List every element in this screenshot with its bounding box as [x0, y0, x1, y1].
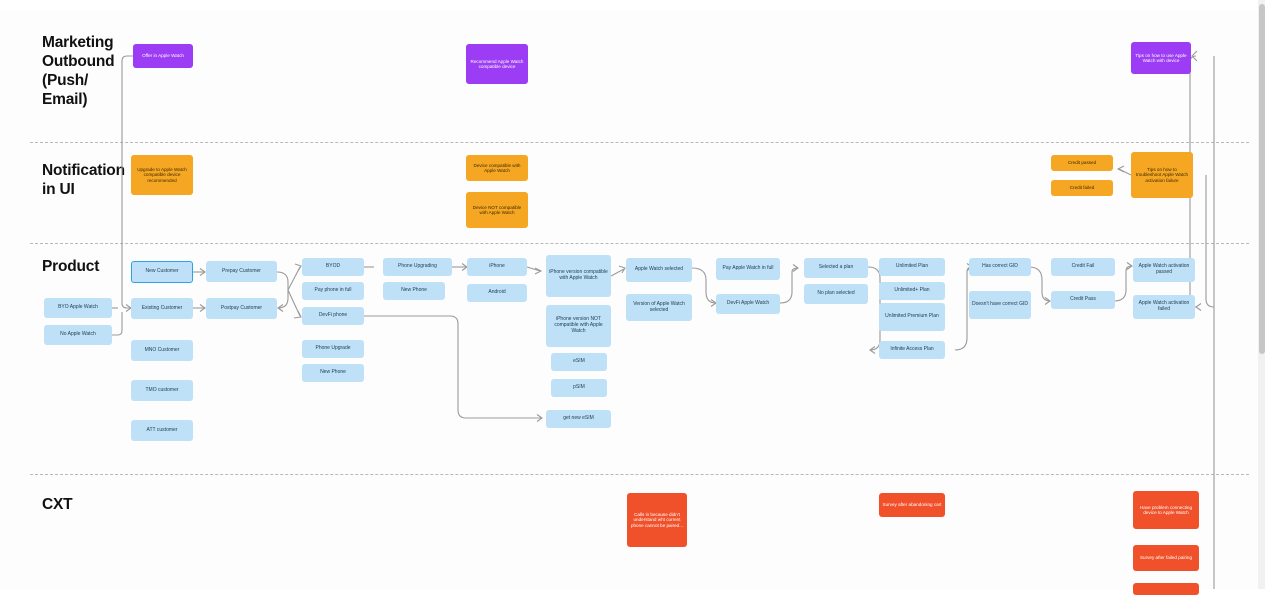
lane-title-marketing: Marketing Outbound (Push/ Email): [42, 34, 115, 108]
node-byo-apple-watch[interactable]: BYO Apple Watch: [44, 298, 112, 318]
node-device-not-compatible[interactable]: Device NOT compatible with Apple Watch: [466, 192, 528, 228]
node-new-phone-2[interactable]: New Phone: [383, 282, 445, 300]
lane-separator-notification-product: [30, 243, 1249, 244]
node-apple-watch-selected[interactable]: Apple Watch selected: [626, 258, 692, 282]
node-survey-after-failed-pairing[interactable]: Survey after failed pairing: [1133, 545, 1199, 571]
node-phone-upgrading[interactable]: Phone Upgrading: [383, 258, 452, 276]
node-iphone[interactable]: iPhone: [467, 258, 527, 276]
node-iphone-version-not-compatible[interactable]: iPhone version NOT compatible with Apple…: [546, 305, 611, 347]
node-apple-watch-activation-passed[interactable]: Apple Watch activation passed: [1133, 258, 1195, 282]
node-pay-apple-watch-in-full[interactable]: Pay Apple Watch in full: [716, 258, 780, 280]
node-psim[interactable]: pSIM: [551, 379, 607, 397]
node-existing-customer[interactable]: Existing Customer: [131, 298, 193, 319]
node-iphone-version-compatible[interactable]: iPhone version compatible with Apple Wat…: [546, 255, 611, 297]
lane-title-product: Product: [42, 258, 100, 275]
node-tmo-customer[interactable]: TMO customer: [131, 380, 193, 401]
node-infinite-access-plan[interactable]: Infinite Access Plan: [879, 341, 945, 359]
node-devfi-apple-watch[interactable]: DevFi Apple Watch: [716, 294, 780, 314]
node-credit-pass[interactable]: Credit Pass: [1051, 291, 1115, 309]
node-tips-troubleshoot-activation[interactable]: Tips on how to troubleshoot Apple Watch …: [1131, 152, 1193, 198]
node-no-plan-selected[interactable]: No plan selected: [804, 284, 868, 304]
node-no-apple-watch[interactable]: No Apple Watch: [44, 325, 112, 345]
vertical-scrollbar-track[interactable]: [1258, 0, 1265, 589]
node-recommend-compatible-device[interactable]: Recommend Apple Watch compatible device: [466, 44, 528, 84]
vertical-scrollbar-thumb[interactable]: [1258, 4, 1265, 354]
node-pay-phone-in-full[interactable]: Pay phone in full: [302, 282, 364, 300]
node-prepay-customer[interactable]: Prepay Customer: [206, 261, 277, 282]
node-survey-after-abandoning-cart[interactable]: Survey after abandoning cart: [879, 493, 945, 517]
lane-separator-product-cxt: [30, 474, 1249, 475]
node-devfi-phone[interactable]: DevFi phone: [302, 307, 364, 325]
lane-title-notification: Notification in UI: [42, 162, 125, 198]
node-unlimited-plan[interactable]: Unlimited Plan: [879, 258, 945, 276]
node-has-correct-gid[interactable]: Has correct GID: [969, 258, 1031, 276]
node-unlimited-plus-plan[interactable]: Unlimited+ Plan: [879, 282, 945, 300]
node-doesnt-have-correct-gid[interactable]: Doesn't have correct GID: [969, 291, 1031, 319]
node-att-customer[interactable]: ATT customer: [131, 420, 193, 441]
node-android[interactable]: Android: [467, 284, 527, 302]
node-device-compatible[interactable]: Device compatible with Apple Watch: [466, 155, 528, 181]
node-selected-a-plan[interactable]: Selected a plan: [804, 258, 868, 278]
node-apple-watch-activation-failed[interactable]: Apple Watch activation failed: [1133, 295, 1195, 319]
node-version-of-apple-watch-selected[interactable]: Version of Apple Watch selected: [626, 294, 692, 321]
node-byod[interactable]: BYOD: [302, 258, 364, 276]
node-offer-in-apple-watch[interactable]: Offer in Apple Watch: [133, 44, 193, 68]
node-new-phone-1[interactable]: New Phone: [302, 364, 364, 382]
node-tips-use-apple-watch[interactable]: Tips on how to use Apple Watch with devi…: [1131, 42, 1191, 74]
node-postpay-customer[interactable]: Postpay Customer: [206, 298, 277, 319]
lane-separator-marketing-notification: [30, 142, 1249, 143]
node-have-problem-connecting-device[interactable]: Have problem connecting device to Apple …: [1133, 491, 1199, 529]
node-new-customer[interactable]: New Customer: [131, 261, 193, 283]
node-mno-customer[interactable]: MNO Customer: [131, 340, 193, 361]
node-credit-failed[interactable]: Credit failed: [1051, 180, 1113, 196]
node-phone-upgrade[interactable]: Phone Upgrade: [302, 340, 364, 358]
node-esim[interactable]: eSIM: [551, 353, 607, 371]
lane-title-cxt: CXT: [42, 496, 73, 513]
node-get-new-esim[interactable]: get new eSIM: [546, 410, 611, 428]
node-cxt-partial-bottom[interactable]: [1133, 583, 1199, 595]
node-credit-passed[interactable]: Credit passed: [1051, 155, 1113, 171]
node-upgrade-compatible-recommended[interactable]: Upgrade to Apple Watch compatible device…: [131, 155, 193, 195]
node-credit-fail[interactable]: Credit Fail: [1051, 258, 1115, 276]
node-unlimited-premium-plan[interactable]: Unlimited Premium Plan: [879, 303, 945, 331]
node-calls-in-not-understand-pairing[interactable]: Calls in because didn't understand wht c…: [627, 493, 687, 547]
top-blank-strip: [0, 0, 1265, 11]
